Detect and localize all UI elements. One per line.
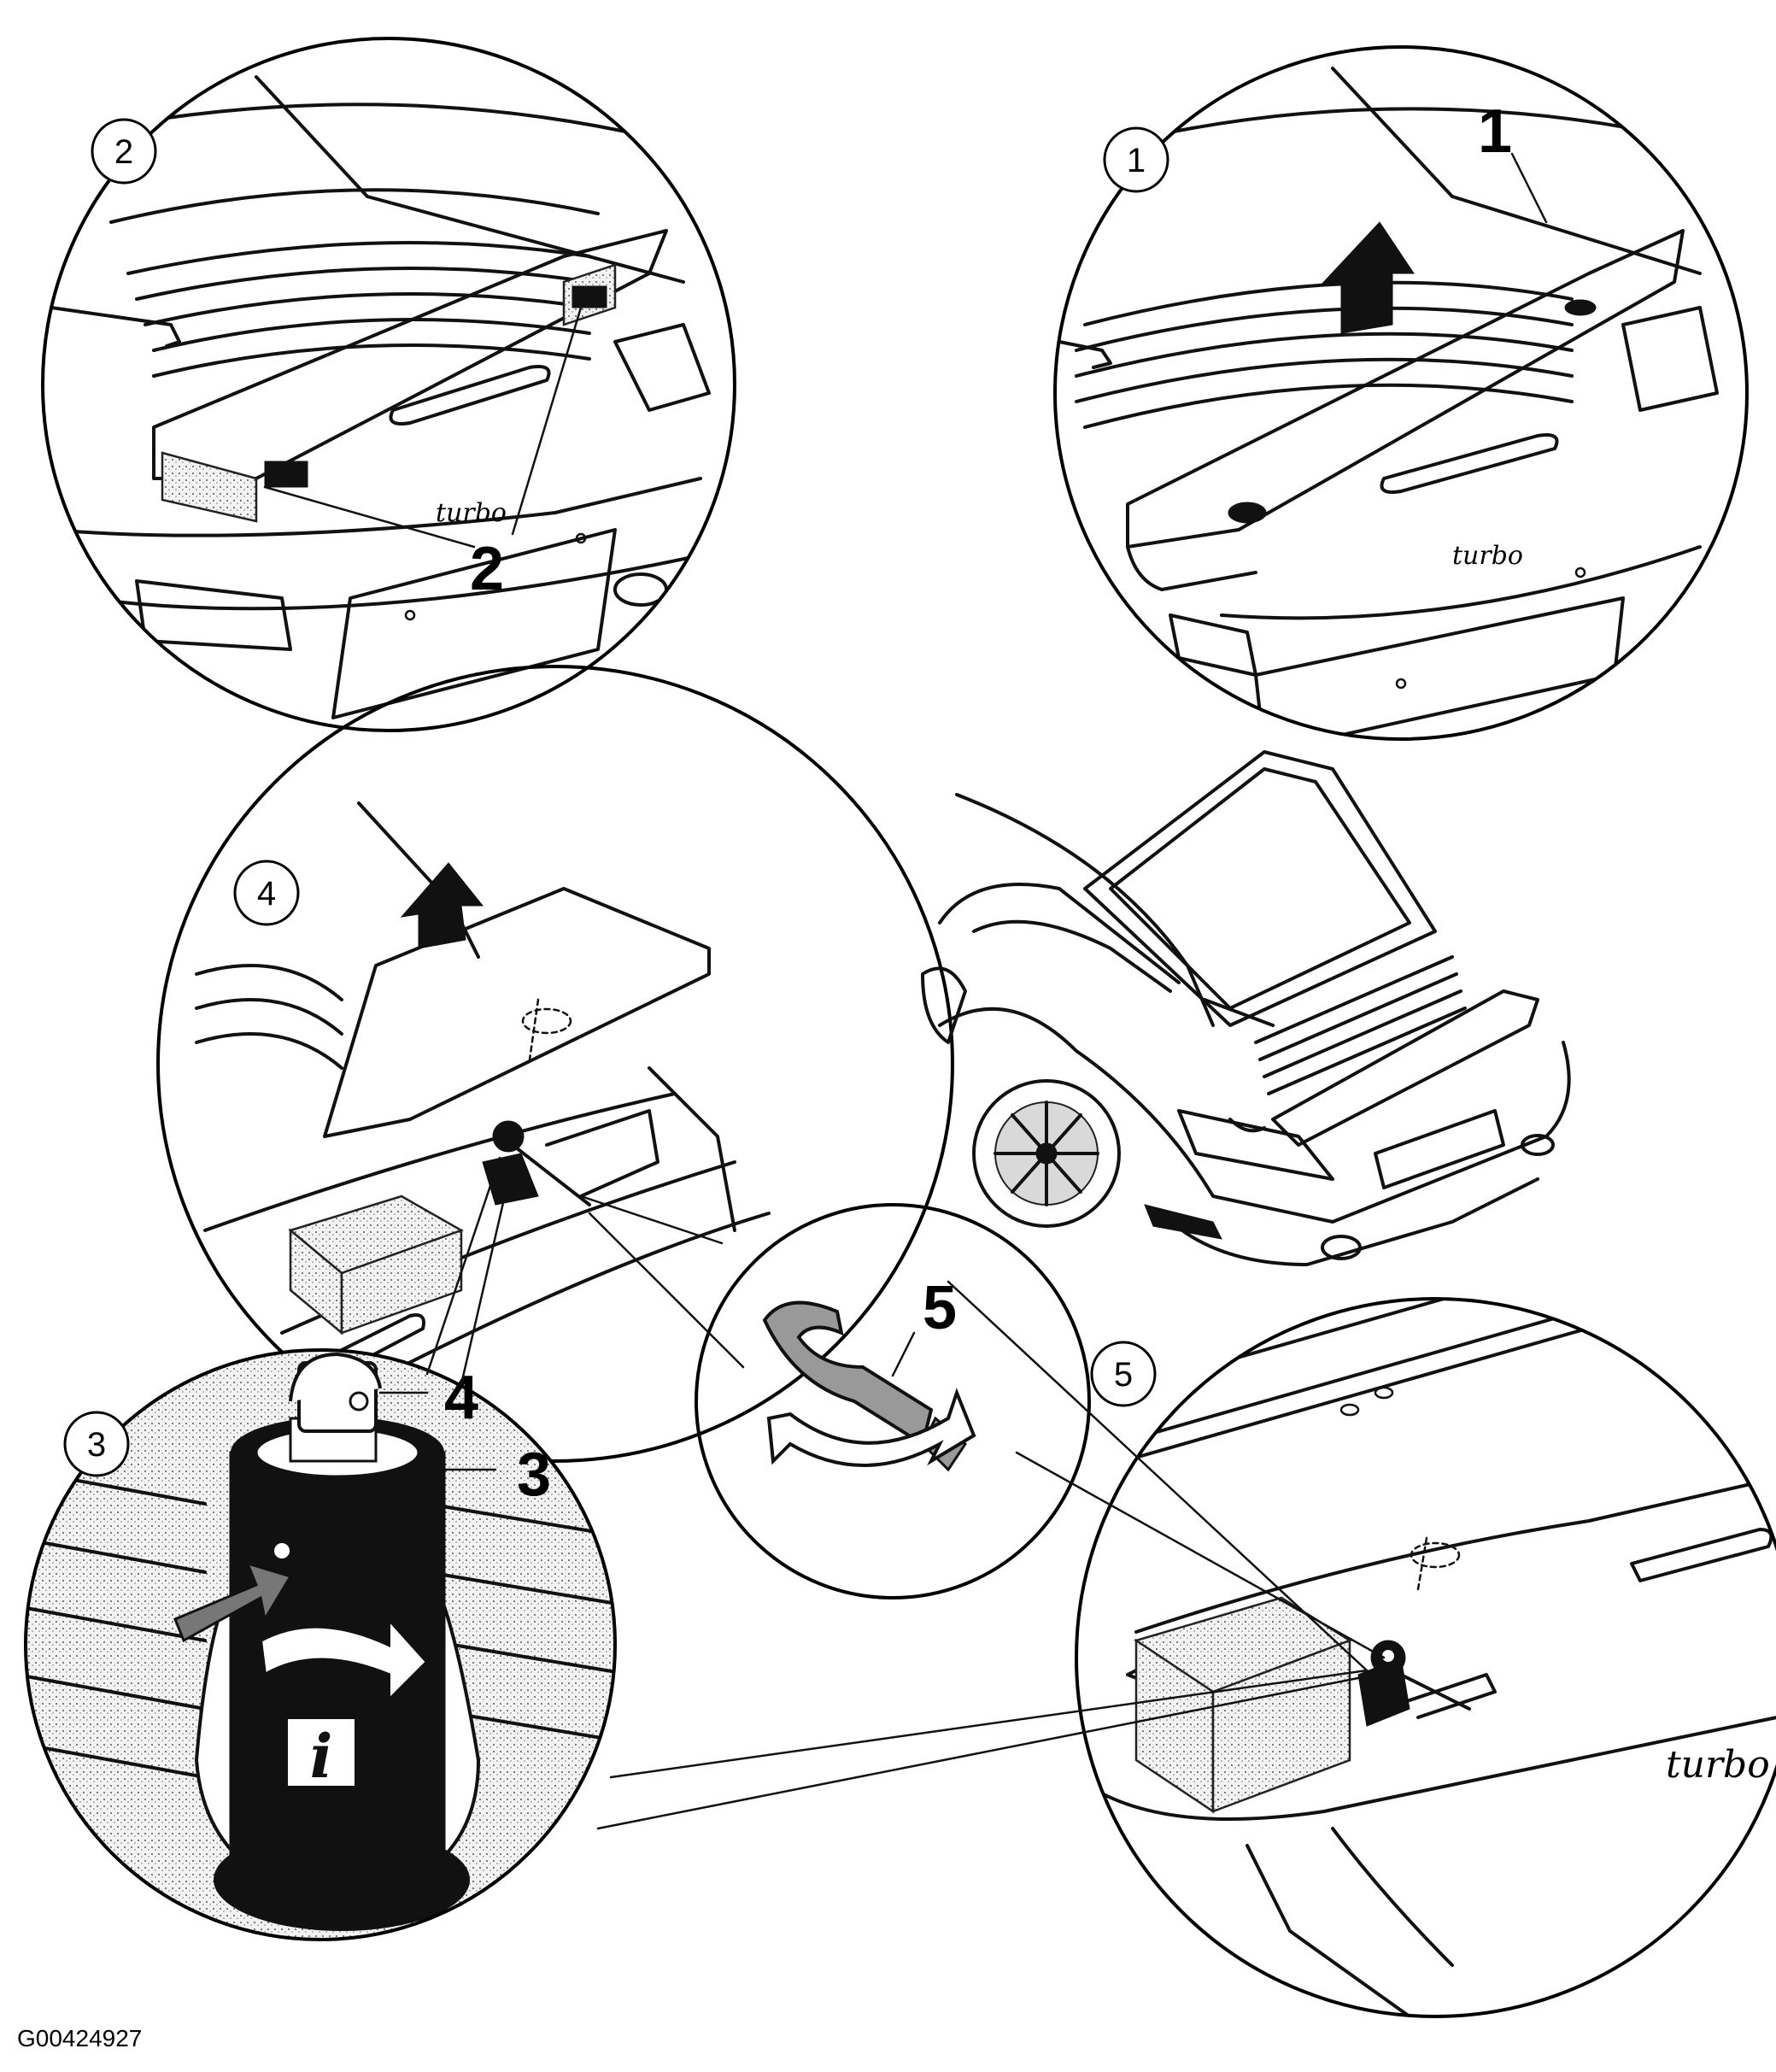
panel-2-callout-circle <box>91 118 157 185</box>
panel-1-callout: 1 <box>1127 142 1146 179</box>
svg-text:turbo: turbo <box>1666 1743 1770 1787</box>
panel-4-callout: 4 <box>257 875 276 913</box>
car-overview <box>921 750 1571 1266</box>
panel-2-label: 2 <box>470 535 504 603</box>
panel-3-callout: 3 <box>87 1426 106 1464</box>
panel-3-callout-circle <box>63 1411 130 1477</box>
panel-tool-detail: 5 <box>695 1203 1091 1599</box>
info-icon: i <box>284 1716 358 1792</box>
push-arrow-icon <box>173 1561 293 1643</box>
panel-2-callout: 2 <box>114 133 133 171</box>
panel-5-detail: turbo 5 <box>1075 1297 1776 2018</box>
svg-text:i: i <box>310 1721 333 1792</box>
panel-1-detail: turbo 1 1 <box>1053 45 1749 741</box>
panel-3-label-4: 4 <box>444 1364 478 1432</box>
up-arrow-icon <box>400 862 484 949</box>
panel-3-detail: i 4 3 3 <box>24 1348 617 1941</box>
panel-1-callout-circle <box>1103 126 1169 193</box>
up-arrow-icon <box>1318 221 1415 334</box>
panel-1-label: 1 <box>1478 97 1512 166</box>
rotate-arrow-icon <box>258 1614 430 1705</box>
panel-4-callout-circle <box>233 860 300 926</box>
rotate-arrow-icon <box>766 1388 976 1467</box>
svg-text:turbo: turbo <box>436 498 507 528</box>
panel-2-detail: turbo 2 2 <box>41 37 736 732</box>
lock-cylinder-icon <box>229 1352 446 1903</box>
panel-4-detail: 4 <box>156 665 954 1463</box>
panel-3-label-3: 3 <box>517 1441 551 1509</box>
svg-text:turbo: turbo <box>1452 541 1523 571</box>
figure-reference-code: G00424927 <box>17 2025 142 2051</box>
connector-lines <box>425 1156 1386 1830</box>
panel-5-callout: 5 <box>1114 1356 1133 1394</box>
panel-5-callout-circle <box>1090 1341 1157 1407</box>
